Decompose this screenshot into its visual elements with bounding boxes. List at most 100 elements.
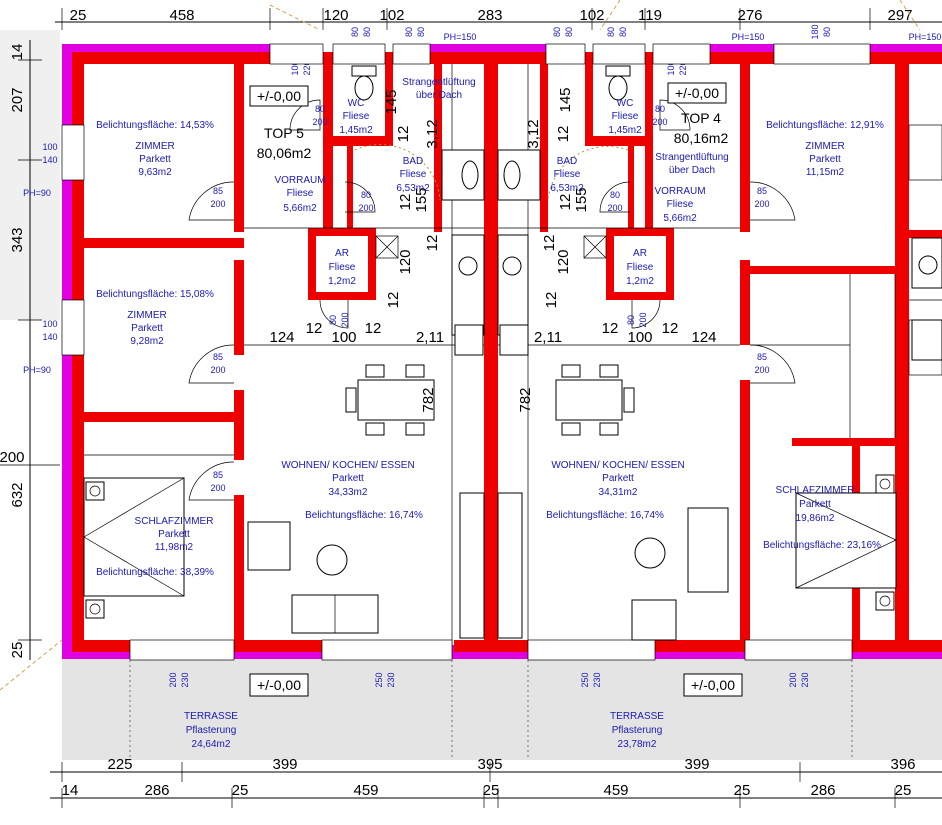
svg-text:3,12: 3,12 (424, 119, 441, 148)
bad1-area: 6,53m2 (396, 183, 430, 194)
ar1-area: 1,2m2 (328, 276, 356, 287)
svg-text:80: 80 (610, 190, 620, 200)
terrasse1-name: TERRASSE (184, 711, 238, 722)
top5-title: TOP 5 (264, 125, 304, 141)
zimmer3-light: Belichtungsfläche: 12,91% (766, 120, 884, 131)
left-window-140b: 140 (42, 332, 57, 342)
wohnen1-area: 34,33m2 (329, 487, 368, 498)
svg-text:155: 155 (573, 187, 590, 212)
zimmer2-floor: Parkett (131, 323, 163, 334)
interior-dimensions: 145 3,12 12 155 12 12 120 12 124 12 100 … (269, 87, 716, 412)
ar2-floor: Fliese (627, 262, 654, 273)
dim-left-5: 25 (9, 642, 26, 659)
svg-text:200: 200 (340, 312, 350, 327)
svg-text:12: 12 (397, 194, 414, 211)
bad2-floor: Fliese (554, 169, 581, 180)
svg-text:12: 12 (557, 194, 574, 211)
terrasse2-name: TERRASSE (610, 711, 664, 722)
dim-bottom1-2: 395 (477, 756, 502, 773)
ar1-floor: Fliese (329, 262, 356, 273)
terrasse2-area: 23,78m2 (618, 739, 657, 750)
svg-text:120: 120 (555, 249, 572, 274)
svg-text:80: 80 (416, 27, 426, 37)
terrasse1-area: 24,64m2 (192, 739, 231, 750)
dim-top-1: 458 (169, 7, 194, 24)
dim-top-4: 283 (477, 7, 502, 24)
svg-text:120: 120 (397, 249, 414, 274)
zimmer1-floor: Parkett (139, 154, 171, 165)
dim-left-2: 343 (9, 227, 26, 252)
svg-text:12: 12 (602, 320, 619, 337)
svg-text:230: 230 (800, 672, 810, 687)
terrasse1-floor: Pflasterung (186, 725, 237, 736)
svg-text:100: 100 (666, 60, 676, 75)
left-window-140: 140 (42, 155, 57, 165)
wohnen2-light: Belichtungsfläche: 16,74% (546, 510, 664, 521)
dim-bottom2-5: 459 (603, 782, 628, 799)
ar1-name: AR (335, 248, 349, 259)
svg-text:124: 124 (691, 329, 716, 346)
svg-text:80: 80 (328, 315, 338, 325)
top5-area: 80,06m2 (257, 145, 312, 161)
strang-label-1b: über Dach (416, 90, 462, 101)
wc1-name: WC (348, 98, 365, 109)
level-label-2: +/-0,00 (675, 85, 719, 101)
dim-top-6: 119 (638, 7, 662, 24)
wohnen1-name: WOHNEN/ KOCHEN/ ESSEN (281, 460, 414, 471)
dim-left-3: 200 (0, 449, 25, 466)
schlaf2-light: Belichtungsfläche: 23,16% (763, 540, 881, 551)
bottom-dimension-line-2 (50, 788, 942, 808)
dim-bottom2-6: 25 (734, 782, 751, 799)
svg-text:12: 12 (543, 292, 560, 309)
svg-text:85: 85 (213, 470, 223, 480)
level-box-1 (249, 85, 309, 107)
wohnen2-floor: Parkett (602, 473, 634, 484)
ar2-name: AR (633, 248, 647, 259)
ph-150-a: PH=150 (444, 32, 477, 42)
svg-text:85: 85 (757, 352, 767, 362)
level-box-4 (683, 673, 743, 697)
dim-bottom2-8: 25 (895, 782, 912, 799)
terrace-dashes (129, 660, 853, 760)
furniture (83, 65, 942, 641)
svg-text:200: 200 (638, 312, 648, 327)
svg-text:145: 145 (557, 87, 574, 112)
svg-text:220: 220 (302, 60, 312, 75)
svg-text:12: 12 (424, 235, 441, 252)
strang-label-1a: Strangentlüftung (402, 77, 475, 88)
bath-dotted-arc (354, 143, 441, 201)
svg-text:3,12: 3,12 (525, 119, 542, 148)
bad2-area: 6,53m2 (550, 183, 584, 194)
dim-bottom1-4: 396 (890, 756, 915, 773)
dim-bottom2-7: 286 (810, 782, 835, 799)
dim-bottom2-3: 459 (353, 782, 378, 799)
svg-text:220: 220 (678, 60, 688, 75)
svg-text:200: 200 (358, 203, 373, 213)
bad1-floor: Fliese (400, 169, 427, 180)
svg-text:230: 230 (386, 672, 396, 687)
dim-left-0: 14 (9, 44, 26, 61)
wc2-area: 1,45m2 (608, 125, 642, 136)
dim-top-5: 102 (579, 7, 604, 24)
dim-left-4: 632 (9, 482, 26, 507)
walls (62, 44, 942, 659)
svg-text:12: 12 (555, 126, 572, 143)
svg-text:782: 782 (517, 387, 534, 412)
vorraum1-floor: Fliese (287, 188, 314, 199)
svg-text:80: 80 (362, 27, 372, 37)
svg-text:100: 100 (290, 60, 300, 75)
svg-text:200: 200 (168, 672, 178, 687)
svg-text:145: 145 (383, 89, 400, 114)
svg-text:200: 200 (788, 672, 798, 687)
svg-text:250: 250 (580, 672, 590, 687)
zimmer2-name: ZIMMER (127, 310, 166, 321)
svg-text:80: 80 (564, 27, 574, 37)
zimmer3-area: 11,15m2 (806, 167, 845, 178)
dim-top-3: 102 (379, 7, 404, 24)
svg-text:782: 782 (420, 387, 437, 412)
schlaf1-floor: Parkett (158, 529, 190, 540)
svg-text:85: 85 (213, 186, 223, 196)
top4-title: TOP 4 (681, 110, 721, 126)
svg-text:230: 230 (592, 672, 602, 687)
svg-text:200: 200 (210, 365, 225, 375)
